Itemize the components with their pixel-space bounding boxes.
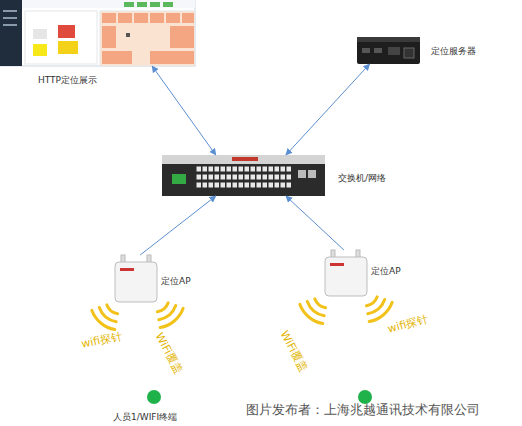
wave-arc <box>366 297 377 306</box>
screen-zone <box>58 41 78 54</box>
map-marker <box>126 33 130 37</box>
display-screenshot: HTTP定位展示 <box>0 0 195 66</box>
wifi-waves <box>92 297 392 330</box>
server-device: 定位服务器 <box>357 37 420 64</box>
nav-item <box>3 17 17 19</box>
node-label: HTTP定位展示 <box>38 74 97 87</box>
switch-top <box>162 155 325 165</box>
terminal-dot <box>358 390 372 404</box>
connector-arrow <box>140 196 216 255</box>
screen-zone <box>33 29 47 39</box>
screen-map <box>100 11 195 66</box>
screen-button <box>163 2 173 7</box>
ap-body <box>115 262 157 302</box>
wave-label: wifi探针 <box>80 328 123 351</box>
switch-terminal <box>172 174 186 184</box>
server-chassis <box>357 37 420 64</box>
wave-arc <box>92 310 115 329</box>
switch-sfp <box>298 170 306 178</box>
screen-zone <box>58 25 75 38</box>
screen-panel <box>25 11 97 64</box>
screen-button <box>124 2 134 7</box>
wave-arc <box>159 306 176 320</box>
wave-label: WiFi覆盖 <box>152 330 186 376</box>
wave-arc <box>107 305 118 314</box>
screenshot-frame <box>0 0 195 66</box>
server-port <box>404 48 414 58</box>
ap-device: 定位AP <box>115 255 157 302</box>
map-cell <box>182 13 194 23</box>
node-label: 定位AP <box>161 275 191 288</box>
connector-arrow <box>286 64 370 155</box>
node-label: 定位服务器 <box>431 45 476 58</box>
map-cell <box>102 26 116 48</box>
wave-arc <box>157 303 168 312</box>
server-port <box>362 48 370 53</box>
map-cell <box>150 13 164 23</box>
screen-button <box>137 2 147 7</box>
screen-button <box>150 2 160 7</box>
nav-item <box>3 10 17 12</box>
node-label: 人员1/WIFI终端 <box>113 411 177 424</box>
wave-arc <box>307 302 324 316</box>
server-top <box>357 37 420 42</box>
ap-body <box>325 257 367 296</box>
screen-zone <box>33 44 47 56</box>
wave-arc <box>300 304 323 323</box>
wave-label: wifi探针 <box>386 311 429 336</box>
screenshot-nav <box>0 0 22 66</box>
switch-ports <box>196 166 292 190</box>
map-cell <box>166 13 180 23</box>
connector-arrow <box>152 66 216 155</box>
wave-arc <box>160 308 183 327</box>
map-cell <box>118 13 132 23</box>
wave-arc <box>368 300 385 314</box>
ap-logo <box>330 263 344 266</box>
map-cell <box>134 13 148 23</box>
map-cell <box>102 13 116 23</box>
ap-device: 定位AP <box>325 250 367 296</box>
dot-fill <box>147 390 161 404</box>
node-label: 定位AP <box>371 265 401 278</box>
switch-sfp <box>308 170 316 178</box>
wave-label: WiFi覆盖 <box>277 328 311 374</box>
connector-arrow <box>286 196 344 250</box>
switch-front <box>162 164 325 196</box>
screenshot-header <box>22 0 195 8</box>
server-port <box>388 47 400 55</box>
switch-logo <box>232 157 258 161</box>
wave-arc <box>315 299 326 308</box>
wave-arc <box>99 308 116 322</box>
node-label: 交换机/网络 <box>338 172 386 185</box>
watermark: 图片发布者：上海兆越通讯技术有限公司 <box>246 402 480 419</box>
terminal-dot: 人员1/WIFI终端 <box>147 390 161 404</box>
ap-logo <box>120 268 134 271</box>
dot-shape <box>147 390 161 404</box>
nav-item <box>3 24 17 26</box>
server-port <box>374 48 382 53</box>
switch-device: 交换机/网络 <box>162 155 325 196</box>
map-cell <box>170 26 194 48</box>
wave-arc <box>369 302 392 321</box>
map-cell <box>150 51 194 64</box>
map-cell <box>102 51 132 64</box>
